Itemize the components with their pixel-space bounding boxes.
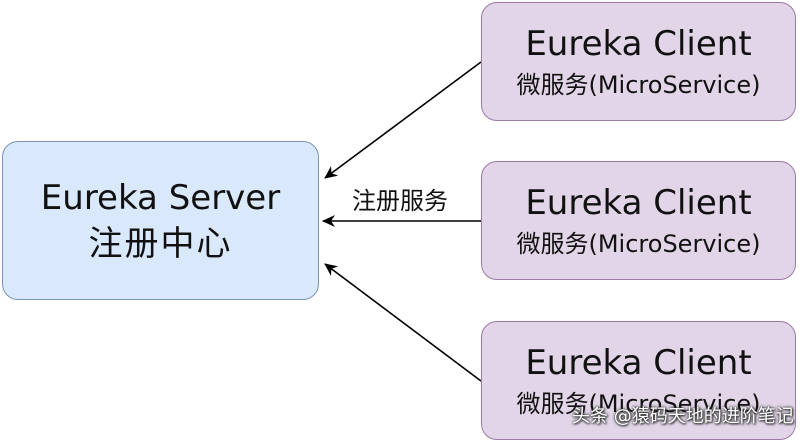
client-subtitle: 微服务(MicroService) bbox=[516, 229, 761, 258]
client-subtitle: 微服务(MicroService) bbox=[516, 70, 761, 99]
server-title: Eureka Server bbox=[40, 177, 281, 218]
arrow-client-3-to-server bbox=[324, 263, 482, 382]
client-title: Eureka Client bbox=[525, 342, 752, 383]
watermark: 头条 @猿码天地的进阶笔记 bbox=[572, 404, 794, 430]
eureka-client-node: Eureka Client 微服务(MicroService) bbox=[481, 321, 796, 440]
watermark-text: 头条 @猿码天地的进阶笔记 bbox=[572, 406, 794, 427]
arrow-client-1-to-server bbox=[324, 61, 482, 179]
register-service-label: 注册服务 bbox=[352, 187, 448, 215]
client-title: Eureka Client bbox=[525, 182, 752, 223]
server-subtitle: 注册中心 bbox=[88, 223, 233, 264]
eureka-client-node: Eureka Client 微服务(MicroService) bbox=[481, 161, 796, 280]
eureka-client-node: Eureka Client 微服务(MicroService) bbox=[481, 2, 796, 121]
client-title: Eureka Client bbox=[525, 23, 752, 64]
client-subtitle: 微服务(MicroService) bbox=[516, 389, 761, 418]
eureka-server-node: Eureka Server 注册中心 bbox=[2, 141, 319, 300]
